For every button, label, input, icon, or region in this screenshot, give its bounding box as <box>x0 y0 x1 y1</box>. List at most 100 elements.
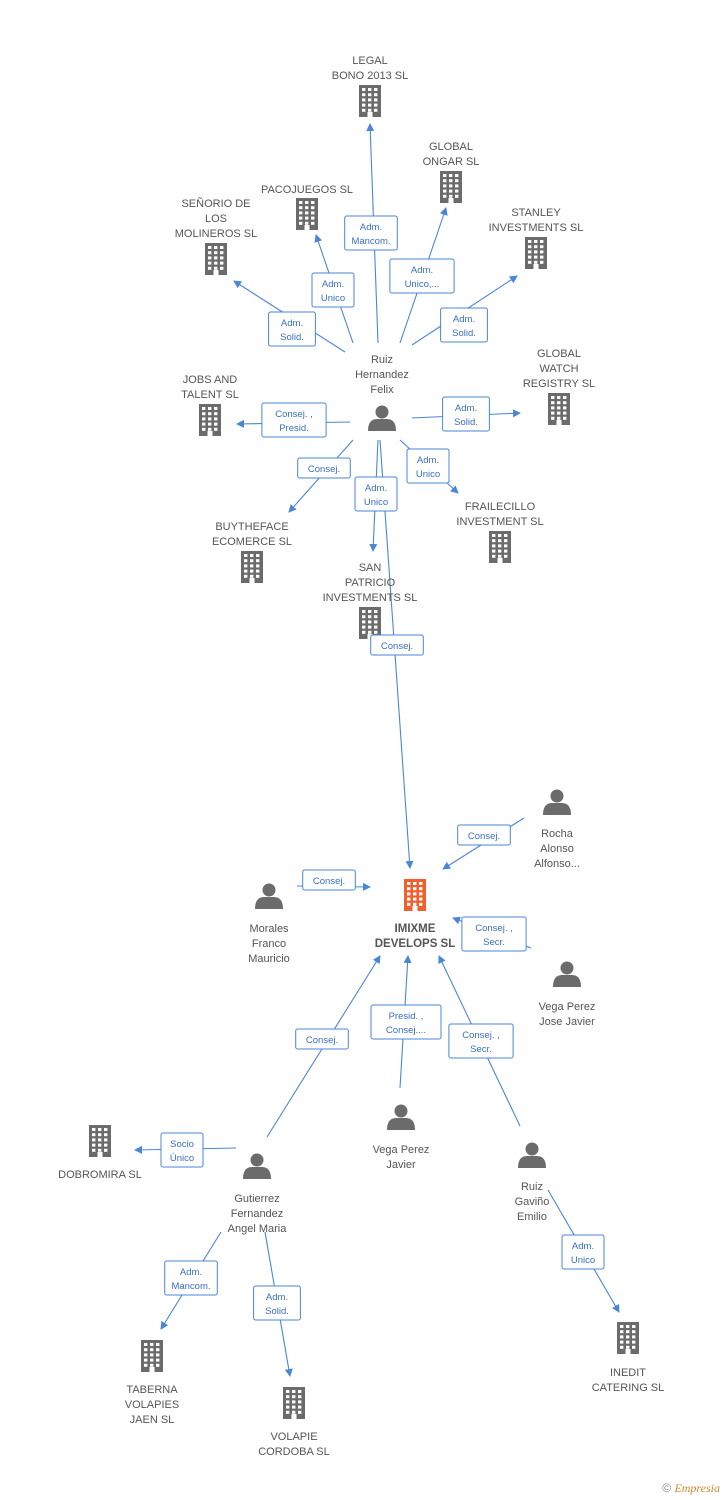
edge-label-ruiz_felix-pacojuegos[interactable]: Adm.Unico <box>311 272 355 308</box>
edge-label-box[interactable] <box>295 1028 349 1050</box>
edge-label-ruiz_felix-stanley[interactable]: Adm.Solid. <box>440 307 488 343</box>
building-icon[interactable] <box>440 171 462 203</box>
node-label: Gutierrez <box>234 1193 279 1205</box>
building-icon[interactable] <box>199 404 221 436</box>
edge-label-vega_jose-imixme[interactable]: Consej. ,Secr. <box>461 916 527 952</box>
edge-label-box[interactable] <box>389 258 455 294</box>
building-icon[interactable] <box>404 879 426 911</box>
edge-label-gutierrez-volapie[interactable]: Adm.Solid. <box>253 1285 301 1321</box>
node-label: Alonso <box>540 843 574 855</box>
building-icon[interactable] <box>617 1322 639 1354</box>
person-icon[interactable] <box>368 405 396 432</box>
edge-label-box[interactable] <box>261 402 327 438</box>
edge-label-box[interactable] <box>354 476 398 512</box>
building-icon[interactable] <box>241 551 263 583</box>
person-icon[interactable] <box>243 1153 271 1180</box>
edge-label-ruiz_felix-global_ongar[interactable]: Adm.Unico,... <box>389 258 455 294</box>
node-label: Ruiz <box>521 1181 543 1193</box>
edge-label-box[interactable] <box>370 634 424 656</box>
edge-label-box[interactable] <box>268 311 316 347</box>
building-icon[interactable] <box>359 607 381 639</box>
edge-label-rocha-imixme[interactable]: Consej. <box>457 824 511 846</box>
edge-label-ruiz_felix-buytheface[interactable]: Consej. <box>297 457 351 479</box>
node-label: WATCH <box>539 363 578 375</box>
building-icon[interactable] <box>548 393 570 425</box>
node-dobromira[interactable]: DOBROMIRA SL <box>58 1125 142 1181</box>
person-icon[interactable] <box>255 883 283 910</box>
edge-label-ruiz_felix-senorio[interactable]: Adm.Solid. <box>268 311 316 347</box>
edge-label-ruiz_felix-san_patricio[interactable]: Adm.Unico <box>354 476 398 512</box>
edge-label-box[interactable] <box>406 448 450 484</box>
edge-label-text: Consej. <box>381 641 413 652</box>
edge-label-ruiz_emilio-inedit[interactable]: Adm.Unico <box>561 1234 605 1270</box>
building-icon[interactable] <box>296 198 318 230</box>
node-label: Ruiz <box>371 354 393 366</box>
node-label: SAN <box>359 562 382 574</box>
person-icon[interactable] <box>553 961 581 988</box>
person-icon[interactable] <box>387 1104 415 1131</box>
building-icon[interactable] <box>489 531 511 563</box>
node-label: Gaviño <box>515 1196 550 1208</box>
edge-label-text: Solid. <box>452 328 476 339</box>
node-rocha[interactable]: RochaAlonsoAlfonso... <box>534 789 580 871</box>
building-icon[interactable] <box>89 1125 111 1157</box>
edge-label-box[interactable] <box>253 1285 301 1321</box>
edge-label-text: Unico <box>364 497 388 508</box>
edge-label-box[interactable] <box>461 916 527 952</box>
edge-label-box[interactable] <box>311 272 355 308</box>
edge-label-box[interactable] <box>448 1023 514 1059</box>
node-label: LEGAL <box>352 55 387 67</box>
node-pacojuegos[interactable]: PACOJUEGOS SL <box>261 184 353 230</box>
edge-label-box[interactable] <box>442 396 490 432</box>
edge-label-box[interactable] <box>344 215 398 251</box>
edge-label-ruiz_felix-legal[interactable]: Adm.Mancom. <box>344 215 398 251</box>
building-icon[interactable] <box>283 1387 305 1419</box>
edge-label-gutierrez-taberna[interactable]: Adm.Mancom. <box>164 1260 218 1296</box>
edge-label-ruiz_felix-global_watch[interactable]: Adm.Solid. <box>442 396 490 432</box>
edge-label-gutierrez-imixme[interactable]: Consej. <box>295 1028 349 1050</box>
building-icon[interactable] <box>359 85 381 117</box>
edge-label-ruiz_felix-imixme[interactable]: Consej. <box>370 634 424 656</box>
edge-label-ruiz_emilio-imixme[interactable]: Consej. ,Secr. <box>448 1023 514 1059</box>
building-icon[interactable] <box>205 243 227 275</box>
edge-label-box[interactable] <box>457 824 511 846</box>
edge-label-box[interactable] <box>297 457 351 479</box>
edge-label-box[interactable] <box>561 1234 605 1270</box>
edge-label-box[interactable] <box>370 1004 442 1040</box>
building-icon[interactable] <box>141 1340 163 1372</box>
building-icon[interactable] <box>525 237 547 269</box>
person-icon[interactable] <box>518 1142 546 1169</box>
edge-label-morales-imixme[interactable]: Consej. <box>302 869 356 891</box>
edge-label-box[interactable] <box>160 1132 204 1168</box>
edge-label-box[interactable] <box>440 307 488 343</box>
edge-label-ruiz_felix-frailecillo[interactable]: Adm.Unico <box>406 448 450 484</box>
edge-label-text: Secr. <box>470 1044 492 1055</box>
edge-label-vega_javier-imixme[interactable]: Presid. ,Consej.... <box>370 1004 442 1040</box>
edge-label-ruiz_felix-jobs[interactable]: Consej. ,Presid. <box>261 402 327 438</box>
person-icon[interactable] <box>543 789 571 816</box>
edge-label-box[interactable] <box>164 1260 218 1296</box>
edge-label-box[interactable] <box>302 869 356 891</box>
node-label: INVESTMENTS SL <box>489 222 584 234</box>
